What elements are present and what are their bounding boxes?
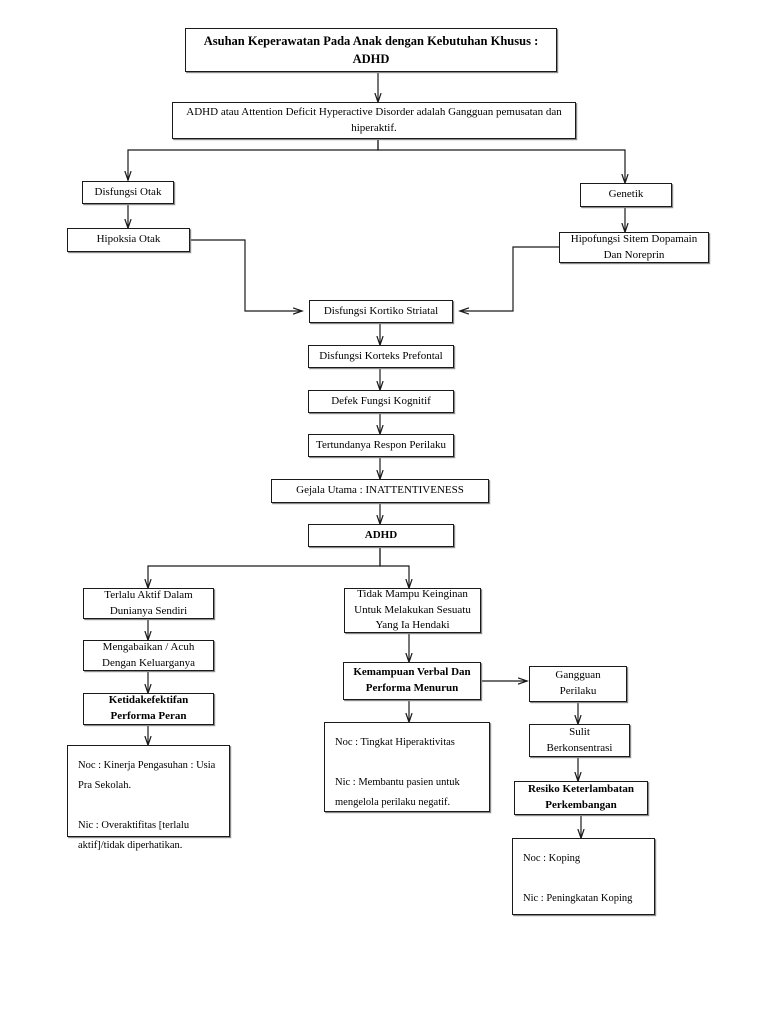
node-noc-nic-koping-text: Noc : Koping Nic : Peningkatan Koping bbox=[523, 853, 633, 904]
node-terlalu-aktif: Terlalu Aktif Dalam Dunianya Sendiri bbox=[83, 588, 214, 619]
edge-definition-to-disfungsi-otak bbox=[128, 137, 379, 180]
node-disfungsi-otak: Disfungsi Otak bbox=[82, 181, 174, 204]
node-noc-nic-koping: Noc : Koping Nic : Peningkatan Koping bbox=[512, 838, 655, 915]
node-tertundanya-respon: Tertundanya Respon Perilaku bbox=[308, 434, 454, 457]
node-tidak-mampu: Tidak Mampu Keinginan Untuk Melakukan Se… bbox=[344, 588, 481, 633]
edge-adhd-to-terlalu-aktif bbox=[148, 547, 381, 588]
node-adhd-text: ADHD bbox=[364, 528, 398, 541]
node-noc-nic-kinerja: Noc : Kinerja Pengasuhan : Usia Pra Seko… bbox=[67, 745, 230, 851]
node-definition-text: ADHD atau Attention Deficit Hyperactive … bbox=[186, 105, 562, 134]
node-gejala-utama-text: Gejala Utama : INATTENTIVENESS bbox=[296, 484, 464, 497]
node-genetik: Genetik bbox=[580, 183, 672, 207]
edge-definition-to-genetik bbox=[377, 137, 625, 183]
node-sulit-berkonsentrasi: Sulit Berkonsentrasi bbox=[529, 724, 630, 757]
node-korteks-prefontal: Disfungsi Korteks Prefontal bbox=[308, 345, 454, 368]
node-defek-kognitif-text: Defek Fungsi Kognitif bbox=[331, 394, 431, 407]
node-terlalu-aktif-text: Terlalu Aktif Dalam Dunianya Sendiri bbox=[104, 588, 193, 617]
edge-adhd-to-tidak-mampu bbox=[379, 547, 409, 588]
node-tertundanya-respon-text: Tertundanya Respon Perilaku bbox=[316, 438, 446, 451]
node-gangguan-perilaku-text: Gangguan Perilaku bbox=[555, 669, 601, 697]
node-noc-nic-hiperaktivitas-text: Noc : Tingkat Hiperaktivitas Nic : Memba… bbox=[335, 737, 460, 808]
node-definition: ADHD atau Attention Deficit Hyperactive … bbox=[172, 102, 576, 139]
edge-hipofungsi-to-kortiko bbox=[460, 246, 560, 311]
node-title-text: Asuhan Keperawatan Pada Anak dengan Kebu… bbox=[203, 33, 539, 66]
node-kortiko-striatal: Disfungsi Kortiko Striatal bbox=[309, 300, 453, 323]
node-hipofungsi-text: Hipofungsi Sitem Dopamain Dan Noreprin bbox=[570, 232, 698, 261]
node-gangguan-perilaku: Gangguan Perilaku bbox=[529, 666, 627, 702]
node-hipoksia-otak-text: Hipoksia Otak bbox=[96, 233, 161, 246]
node-hipofungsi: Hipofungsi Sitem Dopamain Dan Noreprin bbox=[559, 232, 709, 263]
node-sulit-berkonsentrasi-text: Sulit Berkonsentrasi bbox=[546, 725, 613, 754]
node-noc-nic-kinerja-text: Noc : Kinerja Pengasuhan : Usia Pra Seko… bbox=[78, 760, 216, 851]
node-gejala-utama: Gejala Utama : INATTENTIVENESS bbox=[271, 479, 489, 503]
node-resiko-keterlambatan-text: Resiko Keterlambatan Perkembangan bbox=[527, 783, 634, 811]
node-defek-kognitif: Defek Fungsi Kognitif bbox=[308, 390, 454, 413]
node-mengabaikan: Mengabaikan / Acuh Dengan Keluarganya bbox=[83, 640, 214, 671]
node-genetik-text: Genetik bbox=[608, 188, 644, 201]
node-noc-nic-hiperaktivitas: Noc : Tingkat Hiperaktivitas Nic : Memba… bbox=[324, 722, 490, 812]
node-disfungsi-otak-text: Disfungsi Otak bbox=[94, 185, 162, 198]
node-kortiko-striatal-text: Disfungsi Kortiko Striatal bbox=[323, 304, 439, 317]
node-tidak-mampu-text: Tidak Mampu Keinginan Untuk Melakukan Se… bbox=[354, 587, 471, 632]
node-mengabaikan-text: Mengabaikan / Acuh Dengan Keluarganya bbox=[102, 640, 195, 669]
edge-hipoksia-to-kortiko bbox=[190, 239, 302, 311]
node-adhd: ADHD bbox=[308, 524, 454, 547]
node-kemampuan-verbal: Kemampuan Verbal Dan Performa Menurun bbox=[343, 662, 481, 700]
node-ketidakefektifan: Ketidakefektifan Performa Peran bbox=[83, 693, 214, 725]
node-korteks-prefontal-text: Disfungsi Korteks Prefontal bbox=[319, 349, 443, 362]
node-kemampuan-verbal-text: Kemampuan Verbal Dan Performa Menurun bbox=[353, 666, 471, 694]
node-resiko-keterlambatan: Resiko Keterlambatan Perkembangan bbox=[514, 781, 648, 815]
node-hipoksia-otak: Hipoksia Otak bbox=[67, 228, 190, 252]
node-title: Asuhan Keperawatan Pada Anak dengan Kebu… bbox=[185, 28, 557, 72]
node-ketidakefektifan-text: Ketidakefektifan Performa Peran bbox=[108, 694, 189, 722]
